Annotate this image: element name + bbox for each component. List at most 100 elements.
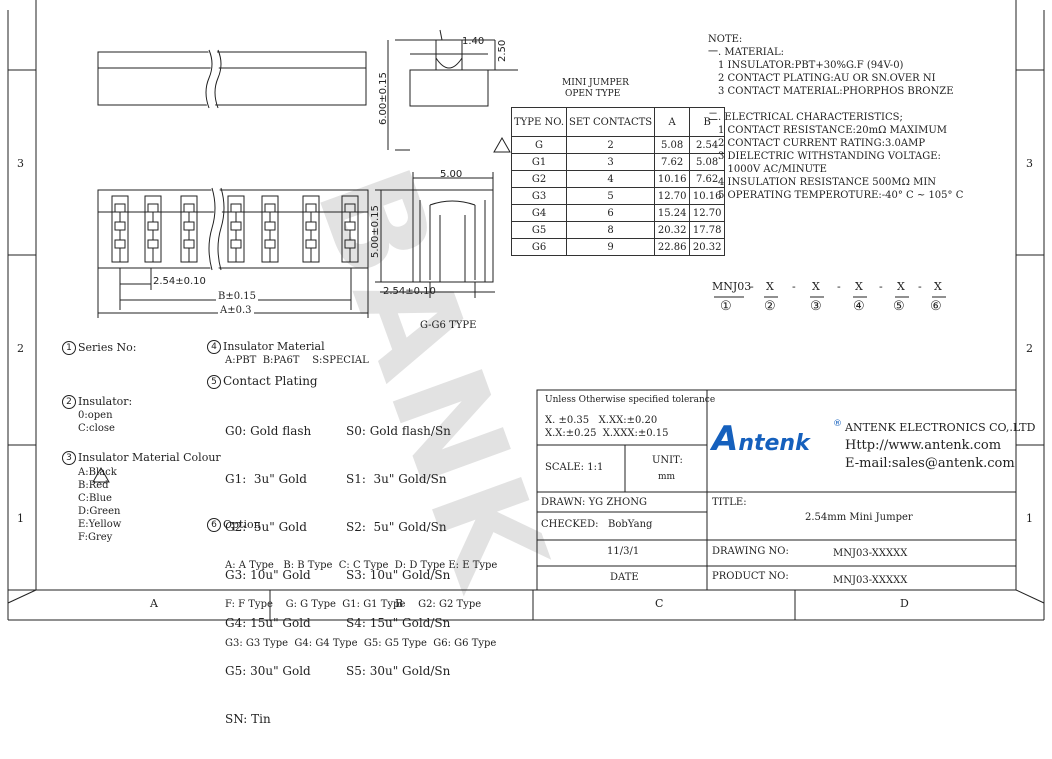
- pn-sep-5: -: [918, 280, 922, 293]
- plating-sn: SN: Tin: [225, 712, 271, 726]
- table-cell-a: 10.16: [654, 170, 691, 188]
- option-list: A: A Type B: B Type C: C Type D: D Type …: [225, 533, 497, 676]
- circle-number-3: 3: [62, 451, 76, 465]
- dim-5-00-height: 5.00±0.15: [370, 205, 381, 258]
- material-line-2: 2 CONTACT PLATING:AU OR SN.OVER NI: [718, 73, 936, 84]
- zone-label-bottom-c: C: [655, 597, 664, 610]
- colour-black: A:Black: [78, 467, 117, 478]
- zone-label-right-2: 2: [1026, 342, 1033, 355]
- pn-x-2: X: [812, 280, 820, 293]
- plating-s0: S0: Gold flash/Sn: [346, 424, 451, 438]
- circle-number-2: 2: [62, 395, 76, 409]
- material-title: 一. MATERIAL:: [708, 47, 784, 58]
- zone-label-left-2: 2: [17, 342, 24, 355]
- elec-line-6: 5 OPERATING TEMPEROTURE:-40° C ~ 105° C: [718, 190, 964, 201]
- table-cell-a: 12.70: [654, 187, 691, 205]
- tolerance-title: Unless Otherwise specified tolerance: [545, 395, 716, 405]
- table-cell-type: G6: [510, 238, 568, 256]
- option-line-2: F: F Type G: G Type G1: G1 Type G2: G2 T…: [225, 599, 482, 610]
- elec-line-3: 3 DIELECTRIC WITHSTANDING VOLTAGE:: [718, 151, 941, 162]
- table-cell-a: 15.24: [654, 204, 691, 222]
- pn-x-4: X: [897, 280, 905, 293]
- dim-pitch-side: 2.54±0.10: [383, 286, 436, 297]
- table-caption-1: MINI JUMPER: [562, 78, 629, 88]
- dim-5-00-width: 5.00: [440, 169, 463, 180]
- drawing-sheet: BANK: [7, 0, 1045, 726]
- plating-s2: S2: 5u" Gold/Sn: [346, 520, 447, 534]
- drawing-no-value: MNJ03-XXXXX: [833, 548, 908, 559]
- antenk-logo: Antenk: [712, 419, 810, 459]
- table-cell-b: 12.70: [689, 204, 726, 222]
- table-cell-set: 4: [566, 170, 656, 188]
- pn-x-5: X: [934, 280, 942, 293]
- zone-label-left-3: 3: [17, 157, 24, 170]
- circle-number-4: 4: [207, 340, 221, 354]
- plating-g3: G3: 10u" Gold: [225, 568, 311, 582]
- company-name: ANTENK ELECTRONICS CO,.LTD: [845, 421, 1036, 434]
- material-options: A:PBT B:PA6T S:SPECIAL: [225, 355, 369, 366]
- dim-b: B±0.15: [216, 291, 258, 302]
- logo-text: ntenk: [738, 431, 810, 456]
- pn-num-4: ④: [853, 299, 865, 314]
- scale: SCALE: 1:1: [545, 462, 604, 473]
- logo-letter-a: A: [712, 419, 739, 459]
- insulator-close: C:close: [78, 423, 115, 434]
- dim-1-40: 1.40: [462, 36, 485, 47]
- table-cell-a: 22.86: [654, 238, 691, 256]
- zone-label-bottom-d: D: [900, 597, 909, 610]
- notes: NOTE: 一. MATERIAL: 1 INSULATOR:PBT+30%G.…: [708, 33, 963, 202]
- product-no-label: PRODUCT NO:: [712, 571, 789, 582]
- pn-num-6: ⑥: [930, 299, 942, 314]
- dim-6-00: 6.00±0.15: [378, 72, 389, 125]
- plating-s4: S4: 15u" Gold/Sn: [346, 616, 451, 630]
- table-cell-type: G3: [510, 187, 568, 205]
- drawing-no-label: DRAWING NO:: [712, 546, 789, 557]
- table-cell-type: G5: [510, 221, 568, 239]
- table-cell-type: G2: [510, 170, 568, 188]
- circle-number-5: 5: [207, 374, 221, 389]
- company-web: Http://www.antenk.com: [845, 438, 1002, 453]
- elec-title: 二. ELECTRICAL CHARACTERISTICS;: [708, 112, 903, 123]
- zone-label-right-3: 3: [1026, 157, 1033, 170]
- tolerance-line-2: X.X:±0.25 X.XXX:±0.15: [545, 428, 669, 439]
- zone-label-bottom-b: B: [395, 597, 404, 610]
- pn-num-2: ②: [764, 299, 776, 314]
- table-cell-set: 6: [566, 204, 656, 222]
- table-cell-set: 9: [566, 238, 656, 256]
- product-no-value: MNJ03-XXXXX: [833, 575, 908, 586]
- table-cell-a: 7.62: [654, 153, 691, 171]
- table-cell-set: 8: [566, 221, 656, 239]
- date-value: 11/3/1: [607, 546, 640, 557]
- title-label: TITLE:: [712, 497, 747, 508]
- insulator-open: 0:open: [78, 410, 113, 421]
- pn-prefix: MNJ03: [712, 280, 752, 293]
- elec-line-4: 1000V AC/MINUTE: [718, 164, 827, 175]
- registered-icon: ®: [833, 419, 842, 429]
- company-mail: E-mail:sales@antenk.com: [845, 456, 1015, 471]
- dim-2-50: 2.50: [497, 39, 508, 62]
- pn-num-5: ⑤: [893, 299, 905, 314]
- table-cell-a: 20.32: [654, 221, 691, 239]
- material-line-3: 3 CONTACT MATERIAL:PHORPHOS BRONZE: [718, 86, 954, 97]
- table-caption-2: OPEN TYPE: [565, 89, 621, 99]
- type-label: G-G6 TYPE: [420, 320, 477, 331]
- plating-s1: S1: 3u" Gold/Sn: [346, 472, 447, 486]
- pn-sep-3: -: [837, 280, 841, 293]
- title-value: 2.54mm Mini Jumper: [805, 512, 913, 523]
- pn-num-3: ③: [810, 299, 822, 314]
- plating-g1: G1: 3u" Gold: [225, 472, 307, 486]
- dim-a: A±0.3: [218, 305, 254, 316]
- notes-title: NOTE:: [708, 34, 743, 45]
- table-cell-b: 17.78: [689, 221, 726, 239]
- tolerance-line-1: X. ±0.35 X.XX:±0.20: [545, 415, 658, 426]
- pn-x-1: X: [766, 280, 774, 293]
